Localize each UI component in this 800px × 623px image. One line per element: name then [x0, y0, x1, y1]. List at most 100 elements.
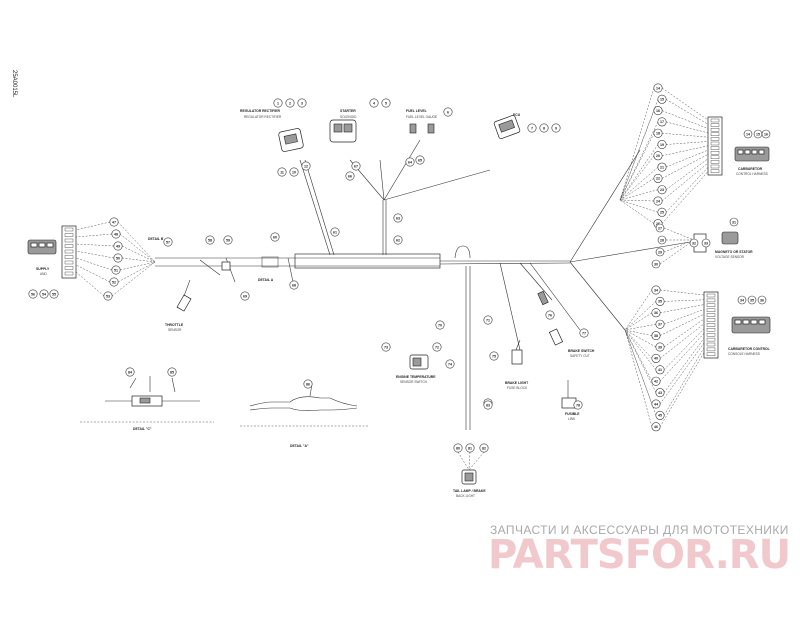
callout-right-bottom: 44 [651, 399, 661, 409]
callout-left: 50 [113, 253, 123, 263]
connector-strip-top [707, 116, 723, 176]
callout-right-bottom: 41 [655, 365, 665, 375]
callout-trunk: 67 [351, 161, 361, 171]
callout-trunk: 69 [240, 291, 250, 301]
callout-number: 71 [486, 318, 490, 322]
callout-harness-bottom-c: 36 [757, 295, 767, 305]
connector-bundle-left-picture [27, 239, 57, 255]
callout-number: 4 [373, 101, 375, 105]
callout-number: 21 [660, 165, 664, 169]
callout-number: 36 [760, 298, 764, 302]
brake-switch-picture [537, 290, 564, 346]
callout-number: 16 [656, 109, 660, 113]
callout-lower: 82 [479, 443, 489, 453]
callout-number: 3 [301, 101, 303, 105]
label-starter-1: STARTER [340, 109, 356, 113]
callout-number: 69 [243, 294, 247, 298]
connector-harness-mid-picture [721, 231, 739, 245]
callout-right-bottom: 36 [651, 308, 661, 318]
callout-right-mid: 30 [651, 259, 661, 269]
callout-right-top: 16 [653, 106, 663, 116]
callout-number: 14 [746, 132, 750, 136]
callout-left: 51 [111, 265, 121, 275]
callout-right-top: 15 [657, 94, 667, 104]
callout-trunk: 58 [205, 235, 215, 245]
callout-lower: 86 [303, 379, 313, 389]
callout-number: 38 [654, 334, 658, 338]
label-brake-1: BRAKE SWITCH [568, 349, 595, 353]
callout-right-bottom: 43 [655, 388, 665, 398]
callout-number: 35 [750, 298, 754, 302]
callout-number: 29 [658, 250, 662, 254]
callout-number: 32 [692, 241, 696, 245]
callout-number: 26 [656, 222, 660, 226]
callout-number: 40 [654, 357, 658, 361]
callout-right-top: 14 [653, 83, 663, 93]
callout-right-top: 20 [653, 151, 663, 161]
callout-top: 11 [277, 167, 287, 177]
label-fuse-1: FUSIBLE [565, 412, 580, 416]
label-harness-bottom-2: CONSOLE HARNESS [728, 352, 760, 356]
callout-number: 50 [116, 256, 120, 260]
callout-right-top: 18 [653, 128, 663, 138]
callout-number: 59 [226, 238, 230, 242]
label-bundle-left-2: AND [40, 272, 47, 276]
callout-number: 80 [456, 446, 460, 450]
bracket-parts [221, 261, 523, 365]
label-fuel-2: FUEL LEVEL GAUGE [406, 115, 437, 119]
callout-right-bottom: 45 [655, 410, 665, 420]
callout-trunk: 64 [405, 157, 415, 167]
fan-top [619, 87, 709, 224]
callout-right-bottom: 38 [651, 331, 661, 341]
fan-tail [457, 451, 485, 471]
callout-number: 84 [128, 370, 132, 374]
callout-lower: 81 [465, 443, 475, 453]
callout-trunk: 62 [393, 235, 403, 245]
callout-top: 12 [301, 161, 311, 171]
label-bundle-left-1: SUPPLY [36, 267, 50, 271]
detail-b-label: DETAIL B [148, 237, 164, 241]
callout-number: 53 [106, 294, 110, 298]
connector-temperature-picture [409, 354, 429, 370]
label-brake-light-1: BRAKE LIGHT [505, 381, 529, 385]
callout-trunk: 63 [393, 213, 403, 223]
detail-c-caption: DETAIL "C" [133, 427, 152, 431]
callout-lower: 80 [453, 443, 463, 453]
callout-lower: 85 [167, 367, 177, 377]
callout-number: 77 [582, 331, 586, 335]
callout-number: 36 [654, 311, 658, 315]
connector-fuel-picture [409, 123, 435, 134]
callout-top: 2 [285, 98, 295, 108]
callout-harness-top-a: 14 [743, 129, 753, 139]
callout-number: 76 [548, 313, 552, 317]
callout-trunk: 68 [289, 280, 299, 290]
callout-number: 78 [576, 403, 580, 407]
callout-left: 49 [113, 241, 123, 251]
callout-number: 46 [654, 425, 658, 429]
callout-right-bottom: 35 [655, 296, 665, 306]
callout-right-bottom: 40 [651, 353, 661, 363]
callout-number: 60 [273, 235, 277, 239]
watermark: ЗАПЧАСТИ И АКСЕССУАРЫ ДЛЯ МОТОТЕХНИКИ PA… [488, 523, 791, 578]
callout-number: 11 [280, 170, 284, 174]
callout-right-bottom: 39 [655, 342, 665, 352]
callout-right-mid: 33 [701, 238, 711, 248]
fan-left [75, 221, 156, 297]
callout-number: 14 [656, 86, 660, 90]
main-trunk [155, 139, 571, 430]
callout-number: 17 [660, 120, 664, 124]
callout-right-mid: 32 [689, 238, 699, 248]
callout-number: 34 [740, 298, 744, 302]
callout-number: 28 [660, 238, 664, 242]
callout-number: 83 [486, 403, 490, 407]
callout-number: 66 [348, 174, 352, 178]
watermark-tagline: ЗАПЧАСТИ И АКСЕССУАРЫ ДЛЯ МОТОТЕХНИКИ [490, 523, 789, 537]
callout-number: 43 [658, 391, 662, 395]
callout-number: 18 [656, 131, 660, 135]
detail-a-caption: DETAIL "A" [290, 444, 309, 448]
label-sensor-left-2: SENSOR [168, 328, 182, 332]
callout-number: 62 [396, 238, 400, 242]
callout-number: 42 [654, 379, 658, 383]
